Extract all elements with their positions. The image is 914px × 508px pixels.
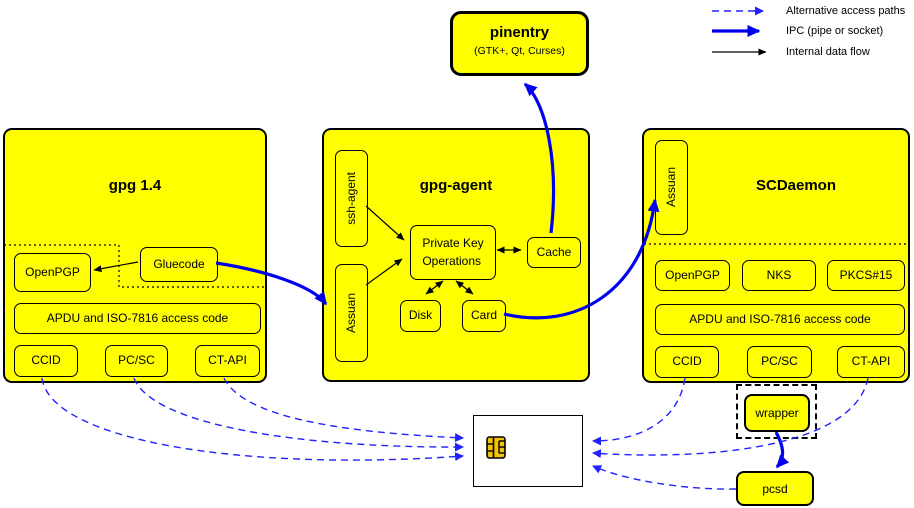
scdaemon-assuan-box: Assuan (655, 140, 688, 235)
scdaemon-nks-box: NKS (742, 260, 816, 291)
legend-ipc-label: IPC (pipe or socket) (786, 25, 884, 37)
pcsd-box: pcsd (736, 471, 814, 506)
pinentry-title: pinentry (489, 24, 550, 41)
gpg14-panel: gpg 1.4 OpenPGP Gluecode APDU and ISO-78… (3, 128, 267, 383)
gpg-agent-card-box: Card (462, 300, 506, 332)
gpg14-openpgp-box: OpenPGP (14, 253, 91, 292)
scdaemon-pkcs15-box: PKCS#15 (827, 260, 905, 291)
scdaemon-pcsc-box: PC/SC (747, 346, 812, 378)
scdaemon-ctapi-box: CT-API (837, 346, 905, 378)
gpg-agent-disk-box: Disk (400, 300, 441, 332)
gpg-agent-cache-box: Cache (527, 237, 581, 268)
scdaemon-openpgp-box: OpenPGP (655, 260, 730, 291)
gpg14-ctapi-box: CT-API (195, 345, 260, 377)
gpg14-gluecode-box: Gluecode (140, 247, 218, 282)
gpg14-pcsc-box: PC/SC (105, 345, 168, 377)
pinentry-subtitle: (GTK+, Qt, Curses) (474, 45, 565, 57)
gpg14-ccid-box: CCID (14, 345, 78, 377)
wrapper-box: wrapper (744, 394, 810, 432)
gpg14-title: gpg 1.4 (108, 177, 162, 194)
smartcard-chip-icon (486, 436, 506, 459)
gpg-agent-assuan-box: Assuan (335, 264, 368, 362)
gpg-agent-private-key-operations-box: Private Key Operations (410, 225, 496, 280)
pinentry-box: pinentry (GTK+, Qt, Curses) (450, 11, 589, 76)
gpg-agent-panel: gpg-agent ssh-agent Assuan Private Key O… (322, 128, 590, 382)
scdaemon-title: SCDaemon (755, 177, 837, 194)
legend-internal-flow-label: Internal data flow (786, 46, 870, 58)
legend-alternative-access-label: Alternative access paths (786, 5, 906, 17)
gpg-agent-title: gpg-agent (419, 177, 493, 194)
gpg-agent-ssh-agent-box: ssh-agent (335, 150, 368, 247)
gpg14-apdu-box: APDU and ISO-7816 access code (14, 303, 261, 334)
scdaemon-ccid-box: CCID (655, 346, 719, 378)
scdaemon-apdu-box: APDU and ISO-7816 access code (655, 304, 905, 335)
smartcard (473, 415, 583, 487)
scdaemon-panel: SCDaemon Assuan OpenPGP NKS PKCS#15 APDU… (642, 128, 910, 383)
